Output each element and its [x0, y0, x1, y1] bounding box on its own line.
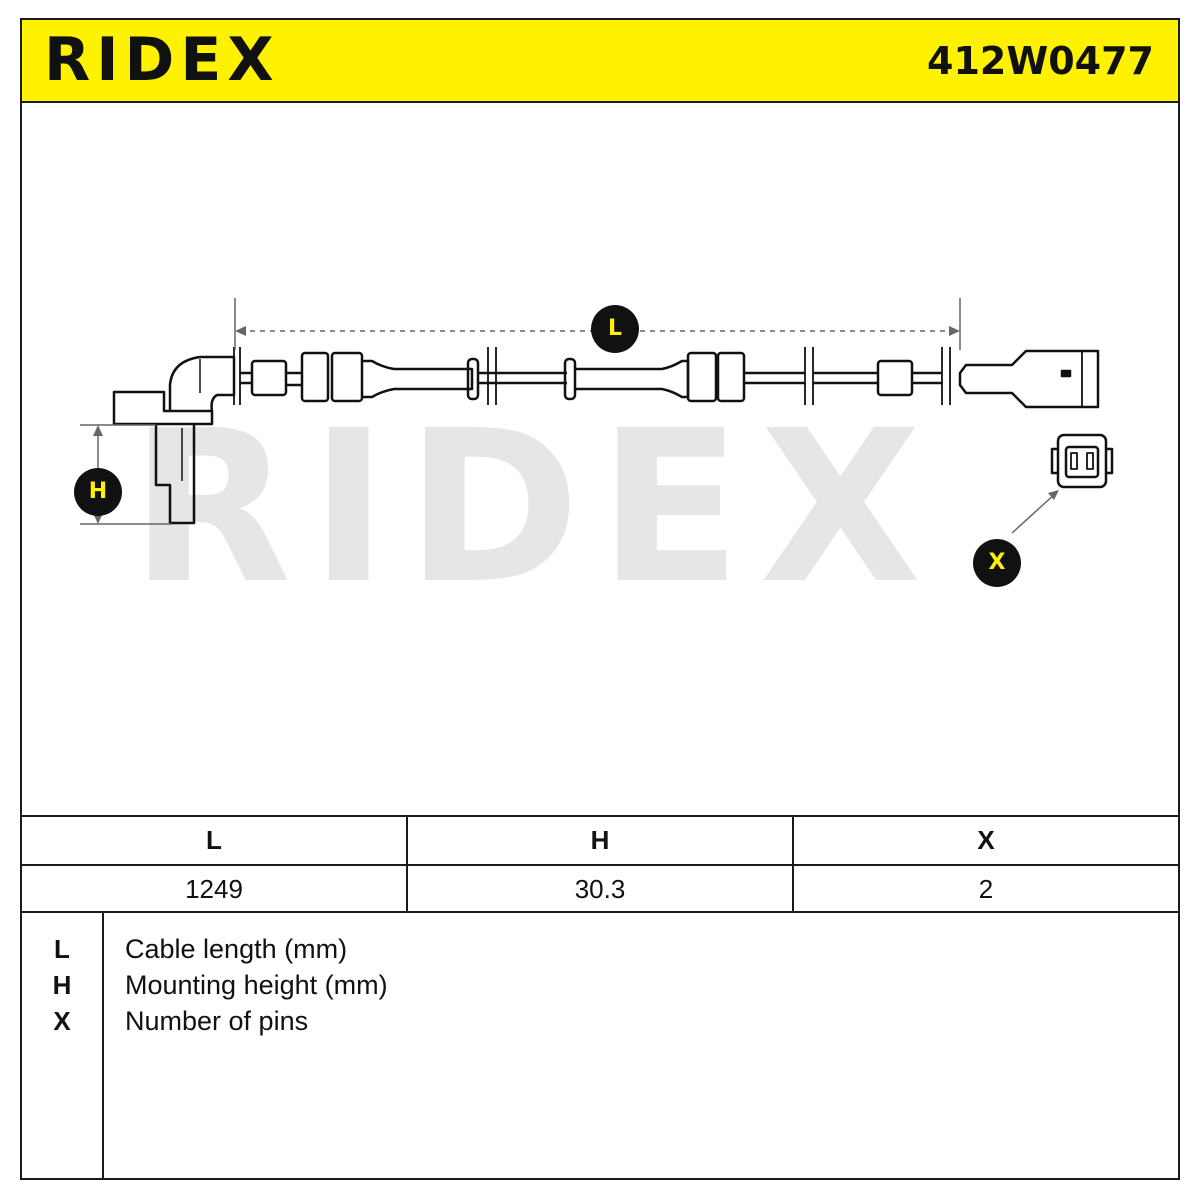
- legend-key: L: [54, 934, 70, 964]
- separator-4: [941, 347, 951, 405]
- technical-drawing: RIDEX: [22, 103, 1178, 815]
- sensor-elbow: [168, 355, 236, 412]
- connector-body: [958, 349, 1100, 409]
- pin-face-body: [1056, 433, 1108, 489]
- legend: L Cable length (mm) H Mounting height (m…: [22, 913, 1178, 1178]
- cable-segment-4: [744, 371, 805, 385]
- sleeve-end-1: [466, 357, 480, 401]
- leader-x: [1011, 492, 1057, 534]
- brand-watermark: RIDEX: [130, 385, 940, 630]
- sensor-flange: [112, 390, 214, 426]
- cable-segment-6: [912, 371, 942, 385]
- separator-1: [233, 347, 241, 405]
- legend-item: X Number of pins: [22, 1003, 1178, 1039]
- grommet-2: [876, 359, 914, 397]
- grommet-1: [250, 359, 288, 397]
- dimension-l-arrow-right: [949, 326, 960, 336]
- spec-header-h: H: [406, 817, 792, 864]
- pin-2: [1086, 452, 1094, 470]
- spec-header-l: L: [206, 825, 222, 855]
- sleeve-2: [575, 359, 690, 399]
- clip-3: [686, 351, 718, 403]
- cable-segment-3: [478, 371, 567, 385]
- datasheet-frame: RIDEX 412W0477 RIDEX: [20, 18, 1180, 1180]
- sleeve-end-2: [563, 357, 577, 401]
- dimension-l-arrow-left: [235, 326, 246, 336]
- leader-x-arrow: [1048, 490, 1059, 500]
- legend-description: Mounting height (mm): [125, 970, 388, 1000]
- sensor-diagram: [80, 298, 1114, 534]
- pin-face-inner: [1064, 445, 1100, 479]
- clip-4: [716, 351, 746, 403]
- header-bar: RIDEX 412W0477: [22, 20, 1178, 103]
- pin-1: [1070, 452, 1078, 470]
- legend-item: H Mounting height (mm): [22, 967, 1178, 1003]
- brand-logo: RIDEX: [44, 25, 280, 95]
- spec-value-l: 1249: [185, 874, 243, 904]
- part-number: 412W0477: [927, 39, 1154, 83]
- spec-value-x: 2: [792, 866, 1178, 913]
- legend-key: X: [53, 1006, 71, 1036]
- cable-segment-1: [240, 371, 252, 385]
- spec-table-values: 1249 30.3 2: [22, 866, 1178, 913]
- connector-latch: [1060, 369, 1072, 378]
- pin-face-tabs: [1050, 447, 1114, 475]
- cable-segment-2: [286, 371, 302, 387]
- dimension-h-arrow-top: [93, 425, 103, 436]
- separator-3: [804, 347, 814, 405]
- clip-2: [330, 351, 364, 403]
- callout-l: L: [591, 305, 639, 353]
- spec-value-h: 30.3: [406, 866, 792, 913]
- separator-2: [487, 347, 497, 405]
- sleeve-1: [362, 359, 474, 399]
- legend-description: Number of pins: [125, 1006, 309, 1036]
- legend-item: L Cable length (mm): [22, 931, 1178, 967]
- spec-table: L H X 1249 30.3 2: [22, 815, 1178, 913]
- cable-segment-5: [813, 371, 878, 385]
- sensor-pin: [154, 424, 196, 525]
- clip-1: [300, 351, 330, 403]
- legend-divider: [102, 913, 104, 1178]
- legend-description: Cable length (mm): [125, 934, 348, 964]
- spec-header-x: X: [792, 817, 1178, 864]
- legend-key: H: [52, 970, 72, 1000]
- callout-x: X: [973, 539, 1021, 587]
- callout-h: H: [74, 468, 122, 516]
- spec-table-header: L H X: [22, 817, 1178, 866]
